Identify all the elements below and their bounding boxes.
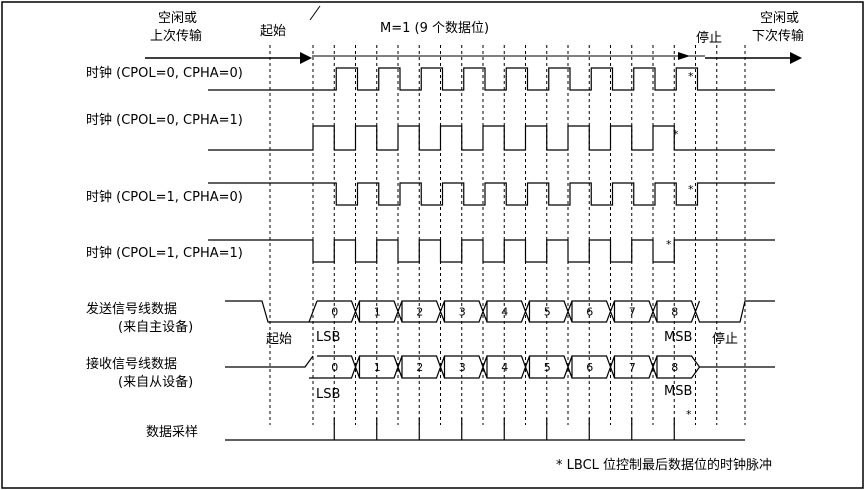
sample-label: 数据采样	[146, 425, 198, 440]
clock1-waveform	[208, 67, 775, 91]
data-path	[225, 355, 775, 379]
bit-label: 1	[374, 361, 381, 374]
idle-next-label-1: 空闲或	[760, 11, 799, 26]
clock4-label: 时钟 (CPOL=1, CPHA=1)	[86, 245, 243, 261]
clock4-waveform	[208, 239, 775, 263]
start-top-label: 起始	[260, 24, 286, 39]
tx-data-waveform: 0 1 2 3 4 5 6 7 8	[225, 300, 775, 323]
tx-label-1: 发送信号线数据	[86, 301, 177, 317]
bit-label: 0	[331, 361, 338, 374]
tx-lsb-label: LSB	[316, 330, 340, 345]
stop-top-label: 停止	[696, 30, 722, 46]
rx-msb-label: MSB	[664, 384, 692, 399]
rx-data-waveform: 0 1 2 3 4 5 6 7 8	[225, 355, 775, 379]
clock2-waveform	[208, 125, 775, 151]
bit-label: 5	[544, 306, 551, 319]
bit-label: 8	[671, 306, 678, 319]
bit-label: 6	[586, 306, 593, 319]
sample-waveform	[225, 418, 745, 441]
rx-label-2: (来自从设备)	[118, 374, 193, 390]
tx-start-label: 起始	[266, 332, 292, 347]
tx-msb-label: MSB	[664, 330, 692, 345]
bit-label: 8	[671, 361, 678, 374]
tx-stop-label: 停止	[712, 331, 738, 347]
rx-lsb-label: LSB	[316, 387, 340, 402]
rx-star: *	[686, 408, 692, 421]
tx-label-2: (来自主设备)	[118, 319, 193, 335]
bit-label: 6	[586, 361, 593, 374]
bit-label: 3	[459, 361, 466, 374]
bit-label: 4	[501, 306, 508, 319]
bit-label: 2	[416, 306, 423, 319]
clock1-label: 时钟 (CPOL=0, CPHA=0)	[86, 65, 243, 81]
bit-label: 7	[629, 306, 636, 319]
bit-label: 7	[629, 361, 636, 374]
clock3-label: 时钟 (CPOL=1, CPHA=0)	[86, 189, 243, 205]
bit-label: 2	[416, 361, 423, 374]
bit-label: 4	[501, 361, 508, 374]
bit-label: 1	[374, 306, 381, 319]
clock3-star: *	[688, 183, 694, 196]
clock1-star: *	[688, 70, 694, 83]
bit-label: 3	[459, 306, 466, 319]
idle-next-label-2: 下次传输	[752, 28, 804, 44]
frame-title: M=1 (9 个数据位)	[380, 21, 489, 36]
footnote: * LBCL 位控制最后数据位的时钟脉冲	[556, 457, 772, 473]
clock4-star: *	[666, 238, 672, 251]
idle-prev-label-1: 空闲或	[158, 11, 197, 26]
idle-prev-label-2: 上次传输	[150, 28, 202, 44]
rx-label-1: 接收信号线数据	[86, 356, 177, 372]
top-arrows	[145, 5, 802, 64]
clock2-label: 时钟 (CPOL=0, CPHA=1)	[86, 112, 243, 128]
clock3-waveform	[208, 182, 775, 206]
bit-label: 5	[544, 361, 551, 374]
clock2-star: *	[673, 128, 679, 141]
bit-label: 0	[331, 306, 338, 319]
data-path	[225, 300, 775, 323]
